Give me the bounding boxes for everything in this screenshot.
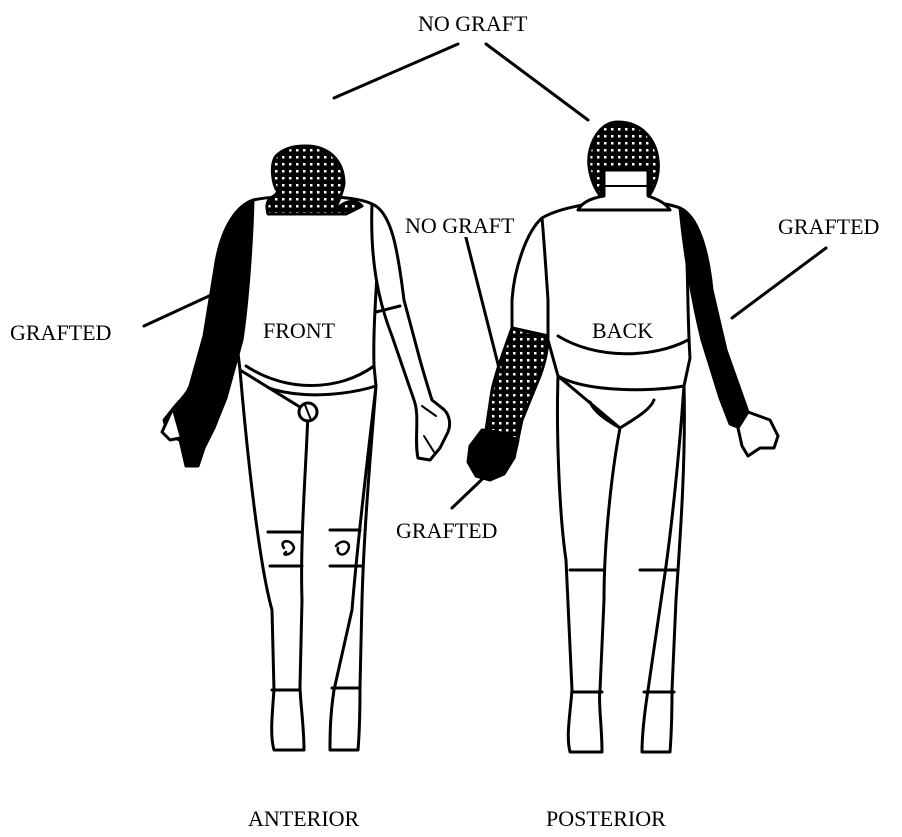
back-left-leg xyxy=(557,376,620,752)
front-left-leg xyxy=(240,370,308,750)
label-right-grafted: GRAFTED xyxy=(778,216,879,238)
label-anterior: ANTERIOR xyxy=(248,808,359,830)
front-right-leg xyxy=(330,386,376,750)
front-torso xyxy=(232,196,378,395)
label-back: BACK xyxy=(592,320,653,342)
label-front: FRONT xyxy=(263,320,335,342)
front-head-no-graft xyxy=(267,146,362,214)
leader-mid-no-graft xyxy=(462,222,500,372)
front-right-arm xyxy=(372,204,450,460)
back-left-arm-upper xyxy=(512,218,548,336)
front-left-arm-grafted xyxy=(164,200,253,466)
label-mid-no-graft: NO GRAFT xyxy=(405,215,514,237)
back-right-arm-grafted xyxy=(680,208,757,440)
label-bottom-grafted: GRAFTED xyxy=(396,520,497,542)
label-top-no-graft: NO GRAFT xyxy=(418,13,527,35)
leader-top-front xyxy=(334,44,458,98)
back-torso xyxy=(540,201,690,390)
back-left-hand-grafted xyxy=(468,430,518,480)
label-posterior: POSTERIOR xyxy=(546,808,666,830)
back-figure xyxy=(468,122,778,752)
leader-top-back xyxy=(486,44,588,120)
leader-right-grafted xyxy=(732,248,826,318)
label-left-grafted: GRAFTED xyxy=(10,322,111,344)
